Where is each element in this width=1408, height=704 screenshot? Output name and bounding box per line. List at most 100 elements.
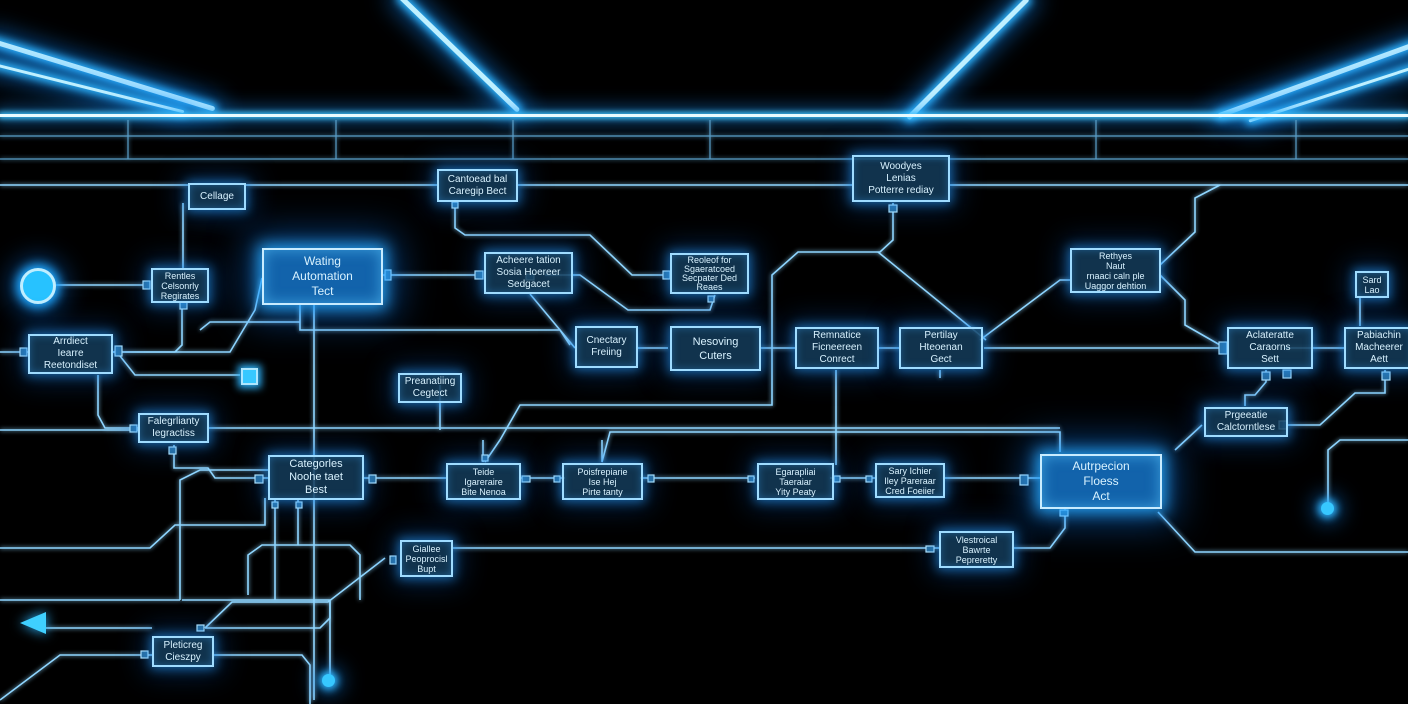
flow-node[interactable]: Remnatice Ficneereen Conrect: [795, 327, 879, 369]
node-label: Reaes: [696, 281, 723, 292]
node-label: Cellage: [200, 190, 234, 202]
node-label: Vlestroical: [955, 534, 998, 545]
node-label: Arrdiect: [53, 336, 88, 347]
node-label: Secpater Ded: [681, 272, 738, 283]
node-label: Pabiachin: [1357, 330, 1401, 341]
flow-node[interactable]: Preanatiing Cegtect: [398, 373, 462, 403]
flow-node[interactable]: Vlestroical Bawrte Pepreretty: [939, 531, 1014, 568]
node-label: Potterre rediay: [868, 184, 934, 196]
node-label: Preanatiing: [404, 376, 456, 387]
node-label: Iearre: [57, 348, 84, 359]
node-label: Calctorntlese: [1216, 422, 1276, 433]
flow-node[interactable]: Cellage: [188, 183, 246, 210]
node-label: Rentles: [164, 270, 196, 281]
node-label: rnaaci caln ple: [1086, 270, 1145, 281]
flow-node[interactable]: Nesoving Cuters: [670, 326, 761, 371]
node-label: Prgeeatie: [1224, 410, 1268, 421]
node-label: Cnectary: [586, 335, 627, 346]
node-label: Pirte tanty: [582, 486, 623, 497]
node-label: Sard: [1362, 274, 1382, 285]
node-label: Giallee: [412, 543, 441, 554]
node-label: Aett: [1370, 354, 1388, 365]
node-label: Caregip Bect: [448, 185, 507, 197]
node-label: Igareraire: [464, 476, 503, 487]
node-label: Floess: [1083, 474, 1119, 488]
node-label: Pepreretty: [955, 554, 998, 565]
node-label: Remnatice: [813, 330, 861, 341]
node-label: Best: [304, 484, 327, 496]
terminal-dot-icon: [322, 674, 335, 687]
node-label: Sgaeratcoed: [683, 263, 736, 274]
node-label: Yity Peaty: [775, 486, 816, 497]
flow-node[interactable]: Sard Lao: [1355, 271, 1389, 298]
node-label: Iley Pareraar: [884, 475, 936, 486]
flow-node[interactable]: Teide Igareraire Bite Nenoa: [446, 463, 521, 500]
node-label: Poisfrepiarie: [577, 466, 628, 477]
node-label: Lenias: [886, 172, 916, 184]
node-label: Cantoead bal: [447, 173, 508, 185]
node-label: Bupt: [417, 563, 436, 574]
flow-node[interactable]: Egarapliai Taeraiar Yity Peaty: [757, 463, 834, 500]
node-label: Ise Hej: [588, 476, 617, 487]
flow-node[interactable]: Reoleof for Sgaeratcoed Secpater Ded Rea…: [670, 253, 749, 294]
node-label: Aclateratte: [1246, 330, 1294, 341]
node-label: Woodyes: [880, 160, 922, 172]
node-label: Act: [1092, 489, 1110, 503]
flow-node[interactable]: Cantoead bal Caregip Bect: [437, 169, 518, 202]
flow-node[interactable]: Cnectary Freiing: [575, 326, 638, 368]
flow-node[interactable]: Poisfrepiarie Ise Hej Pirte tanty: [562, 463, 643, 500]
flow-node[interactable]: Pleticreg Cieszpy: [152, 636, 214, 667]
node-label: Freiing: [591, 347, 622, 358]
node-label: Bawrte: [962, 544, 991, 555]
node-label: Autrpecion: [1072, 459, 1130, 473]
flow-node[interactable]: Prgeeatie Calctorntlese: [1204, 407, 1288, 437]
flow-node[interactable]: Arrdiect Iearre Reetondiset: [28, 334, 113, 374]
flow-node[interactable]: Pabiachin Macheerer Aett: [1344, 327, 1408, 369]
triangle-pointer-icon: [20, 612, 46, 634]
flow-node[interactable]: Acheere tation Sosia Hoereer Sedgacet: [484, 252, 573, 294]
node-label: Iegractiss: [152, 428, 195, 439]
node-label: Sedgacet: [507, 279, 550, 290]
node-label: Reetondiset: [43, 360, 98, 371]
node-label: Caraorns: [1249, 342, 1291, 353]
node-label: Categorles: [289, 458, 343, 470]
node-label: Cegtect: [412, 388, 448, 399]
flow-node[interactable]: Sary Ichier Iley Pareraar Cred Foeiier: [875, 463, 945, 498]
flow-node[interactable]: Rethyes Naut rnaaci caln ple Uaggor deht…: [1070, 248, 1161, 293]
node-label: Celsonrly: [161, 280, 199, 291]
node-label: Peoprocisl: [405, 553, 448, 564]
node-label: Cred Foeiier: [885, 485, 935, 496]
node-label: Pertilay: [924, 330, 958, 341]
flow-node[interactable]: Woodyes Lenias Potterre rediay: [852, 155, 950, 202]
node-label: Regirates: [160, 290, 200, 301]
node-label: Pleticreg: [163, 639, 203, 651]
node-label: Uaggor dehtion: [1084, 280, 1147, 291]
terminal-dot-icon: [1321, 502, 1334, 515]
flow-node[interactable]: Pertilay Hteoenan Gect: [899, 327, 983, 369]
node-label: Gect: [930, 354, 952, 365]
node-label: Nesoving: [692, 335, 739, 348]
ribbon-badge-icon: [20, 268, 56, 304]
flow-node-highlight[interactable]: Autrpecion Floess Act: [1040, 454, 1162, 509]
flow-node[interactable]: Falegrlianty Iegractiss: [138, 413, 209, 443]
flow-node-highlight[interactable]: Wating Automation Tect: [262, 248, 383, 305]
node-label: Tect: [311, 284, 334, 298]
node-label: Falegrlianty: [147, 416, 200, 427]
node-label: Cieszpy: [165, 651, 201, 663]
node-label: Reoleof for: [687, 254, 732, 265]
node-label: Rethyes: [1098, 250, 1133, 261]
node-label: Automation: [292, 269, 353, 283]
node-label: Sary Ichier: [888, 465, 932, 476]
flow-node[interactable]: Rentles Celsonrly Regirates: [151, 268, 209, 303]
node-label: Naut: [1105, 260, 1125, 271]
flow-node[interactable]: Giallee Peoprocisl Bupt: [400, 540, 453, 577]
node-label: Macheerer: [1355, 342, 1403, 353]
node-label: Sosia Hoereer: [496, 267, 561, 278]
node-label: Bite Nenoa: [461, 486, 506, 497]
flow-node[interactable]: Aclateratte Caraorns Sett: [1227, 327, 1313, 369]
node-label: Hteoenan: [919, 342, 963, 353]
node-label: Ficneereen: [811, 342, 863, 353]
flow-node[interactable]: Categorles Noohe taet Best: [268, 455, 364, 500]
